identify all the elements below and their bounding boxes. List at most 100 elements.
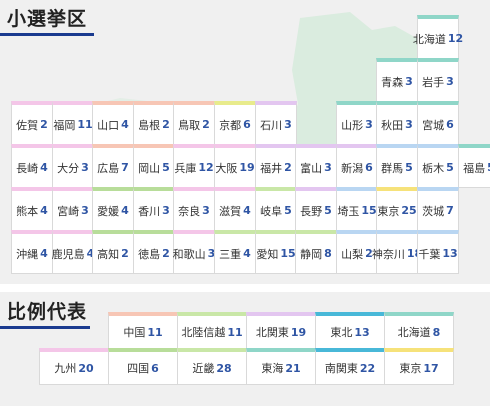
single_districts-name: 宮城 <box>422 118 445 132</box>
single_districts-name: 沖縄 <box>16 247 39 261</box>
single_districts-name: 熊本 <box>16 204 39 218</box>
single_districts-count: 2 <box>162 247 170 260</box>
single_districts-count: 3 <box>162 204 170 217</box>
single_districts-name: 滋賀 <box>219 204 242 218</box>
single_districts-count: 6 <box>446 118 454 131</box>
proportional-heading: 比例代表 <box>7 301 88 323</box>
proportional_blocks-name: 北海道 <box>397 326 431 339</box>
single_districts-count: 4 <box>121 118 129 131</box>
single_districts-count: 4 <box>40 161 48 174</box>
single_districts-name: 福岡 <box>53 118 76 132</box>
proportional_blocks-name: 東北 <box>330 326 353 339</box>
single_districts-count: 2 <box>40 118 48 131</box>
proportional_blocks-count: 21 <box>285 361 301 375</box>
single_districts-name: 北海道 <box>412 32 446 46</box>
single_districts-cell[interactable]: 福島5 <box>458 144 490 188</box>
proportional-heading-rule <box>0 326 90 329</box>
proportional_blocks-count: 28 <box>216 361 232 375</box>
single_districts-count: 25 <box>401 204 417 217</box>
single_districts-name: 茨城 <box>422 204 445 218</box>
proportional_blocks-count: 11 <box>147 325 163 339</box>
single_districts-name: 東京 <box>377 204 400 218</box>
proportional_blocks-count: 13 <box>354 325 370 339</box>
single_districts-count: 5 <box>487 161 490 174</box>
proportional_blocks-count: 11 <box>227 325 243 339</box>
single_districts-count: 2 <box>162 118 170 131</box>
single_districts-count: 4 <box>121 204 129 217</box>
single_districts-name: 山口 <box>97 118 120 132</box>
single_districts-count: 3 <box>405 118 413 131</box>
single_districts-name: 山形 <box>341 118 364 132</box>
single_districts-name: 兵庫 <box>174 161 197 175</box>
single_districts-name: 広島 <box>97 161 120 175</box>
proportional_blocks-count: 22 <box>359 361 376 375</box>
single_districts-name: 高知 <box>97 247 120 261</box>
single_districts-count: 3 <box>207 247 216 260</box>
single_districts-name: 福島 <box>463 161 486 175</box>
single_districts-count: 13 <box>442 247 458 260</box>
single_districts-name: 新潟 <box>341 161 364 175</box>
single_districts-name: 岐阜 <box>260 204 283 218</box>
single_districts-count: 4 <box>86 247 95 260</box>
single_districts-count: 5 <box>284 204 292 217</box>
single-district-heading-rule <box>0 33 94 36</box>
